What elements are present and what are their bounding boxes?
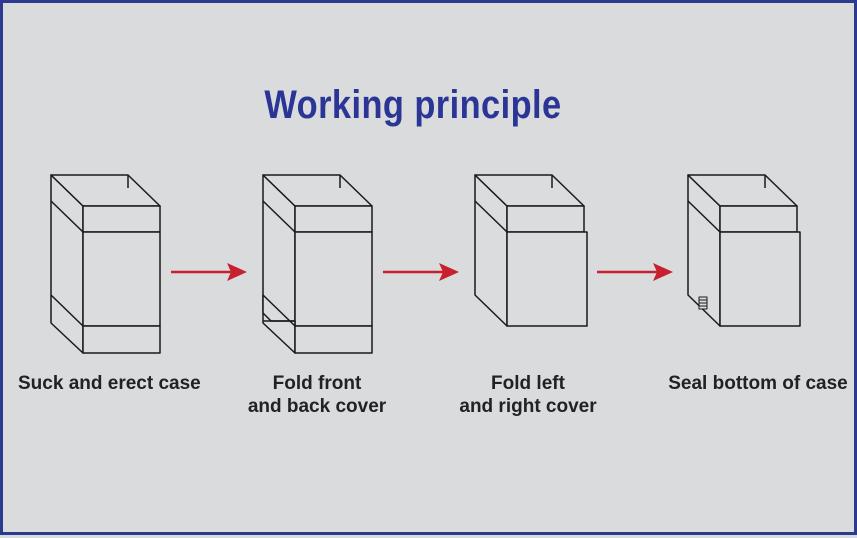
box-bottom-flap <box>82 325 161 354</box>
box-top-flap <box>294 205 373 233</box>
box-step-1 <box>50 174 161 354</box>
caption-line: Seal bottom of case <box>668 373 848 394</box>
caption-line: and right cover <box>459 396 597 417</box>
right-arrow-icon <box>171 263 247 281</box>
caption-line: and back cover <box>247 396 387 417</box>
box-top-flap <box>506 205 585 233</box>
step-caption-3: Fold left and right cover <box>438 372 618 418</box>
step-caption-2: Fold front and back cover <box>227 372 407 418</box>
box-step-2 <box>262 174 373 354</box>
box-front-face <box>506 231 588 327</box>
box-step-3 <box>474 174 588 327</box>
caption-line: Fold front <box>272 373 362 394</box>
seal-tape-icon <box>698 296 708 310</box>
box-top-flap <box>82 205 161 233</box>
box-front-face <box>82 231 161 327</box>
box-top-flap <box>719 205 798 233</box>
caption-line: Fold left <box>491 373 565 394</box>
box-step-4 <box>687 174 801 327</box>
right-arrow-icon <box>597 263 673 281</box>
right-arrow-icon <box>383 263 459 281</box>
box-front-face <box>719 231 801 327</box>
step-caption-1: Suck and erect case <box>18 372 201 395</box>
caption-line: Suck and erect case <box>18 373 201 394</box>
box-front-face <box>294 231 373 327</box>
step-caption-4: Seal bottom of case <box>665 372 851 395</box>
box-bottom-flap <box>294 325 373 354</box>
page-title: Working principle <box>264 83 562 127</box>
process-diagram <box>50 174 801 354</box>
